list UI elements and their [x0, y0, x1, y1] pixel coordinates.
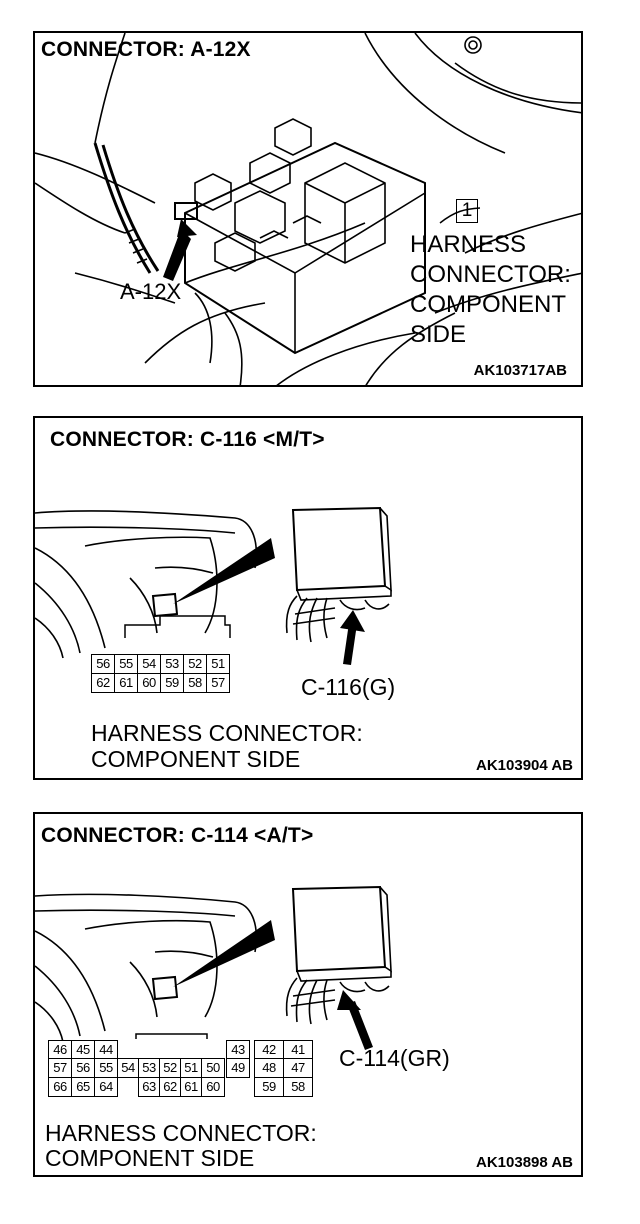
pin: 56: [91, 654, 115, 674]
pin: 51: [206, 654, 230, 674]
pin: 55: [114, 654, 138, 674]
pin: 62: [159, 1077, 181, 1097]
pin-grid: 56 55 54 53 52 51 62 61 60 59 58 57: [91, 654, 231, 693]
pin: 62: [91, 673, 115, 693]
pin: 60: [201, 1077, 225, 1097]
pin: 64: [94, 1077, 118, 1097]
connector-c114-panel: CONNECTOR: C-114 <A/T> 46 45 44 43 42 41…: [33, 812, 583, 1177]
pin: 54: [137, 654, 161, 674]
pin: 45: [71, 1040, 95, 1059]
callout-label: C-114(GR): [339, 1045, 450, 1071]
figure-code: AK103717AB: [473, 362, 567, 379]
leader-wedge: [173, 920, 275, 987]
pin: 58: [283, 1077, 313, 1097]
pin: 59: [160, 673, 184, 693]
pin: 41: [283, 1040, 313, 1059]
pin: 59: [254, 1077, 284, 1097]
callout-arrow: [343, 623, 357, 665]
callout-arrow: [163, 229, 191, 281]
label-line-3: COMPONENT: [410, 291, 566, 318]
callout-label: C-116(G): [301, 674, 396, 700]
label-line-2: COMPONENT SIDE: [91, 746, 301, 772]
callout-label: A-12X: [120, 279, 182, 304]
pin: 57: [206, 673, 230, 693]
label-line-1: HARNESS: [410, 231, 527, 258]
panel-title: CONNECTOR: C-116 <M/T>: [50, 428, 325, 451]
pin: 42: [254, 1040, 284, 1059]
pin: 57: [48, 1058, 72, 1078]
pin: 53: [160, 654, 184, 674]
dashboard-ecu-illustration: [35, 885, 392, 1050]
pin: 51: [180, 1058, 202, 1078]
pin: 52: [159, 1058, 181, 1078]
pin: 63: [138, 1077, 160, 1097]
connector-c116-panel: CONNECTOR: C-116 <M/T> 56 55 54 53 52 51…: [33, 416, 583, 780]
pin: 65: [71, 1077, 95, 1097]
pin: 49: [226, 1058, 250, 1078]
label-line-4: SIDE: [410, 321, 467, 348]
pin: 55: [94, 1058, 118, 1078]
pin: 52: [183, 654, 207, 674]
pin: 54: [117, 1058, 139, 1078]
engine-bay-fuse-box-illustration: [35, 33, 581, 385]
figure-code: AK103898 AB: [476, 1154, 573, 1171]
pin: 53: [138, 1058, 160, 1078]
figure-code: AK103904 AB: [476, 757, 573, 774]
label-line-1: HARNESS CONNECTOR:: [45, 1120, 317, 1146]
index-number-box: 1: [456, 199, 478, 223]
pin: 56: [71, 1058, 95, 1078]
pin: 58: [183, 673, 207, 693]
panel-title: CONNECTOR: A-12X: [41, 38, 251, 61]
connector-a12x-panel: CONNECTOR: A-12X A-12X 1 HARNESS CONNECT…: [33, 31, 583, 387]
leader-wedge: [173, 538, 275, 604]
pin: 43: [226, 1040, 250, 1059]
callout-arrow: [347, 1001, 373, 1050]
pin: 46: [48, 1040, 72, 1059]
pin: 44: [94, 1040, 118, 1059]
pin: 50: [201, 1058, 225, 1078]
dashboard-ecu-illustration: [35, 506, 392, 665]
label-line-2: CONNECTOR:: [410, 261, 571, 288]
label-line-1: HARNESS CONNECTOR:: [91, 720, 363, 746]
pin: 48: [254, 1058, 284, 1078]
pin-grid: 46 45 44 43 42 41 57 56 55 54 53 52 51 5…: [48, 1040, 318, 1100]
pin: 47: [283, 1058, 313, 1078]
pin: 66: [48, 1077, 72, 1097]
pin: 61: [114, 673, 138, 693]
pin: 61: [180, 1077, 202, 1097]
label-line-2: COMPONENT SIDE: [45, 1145, 255, 1171]
panel-title: CONNECTOR: C-114 <A/T>: [41, 824, 314, 847]
pin: 60: [137, 673, 161, 693]
